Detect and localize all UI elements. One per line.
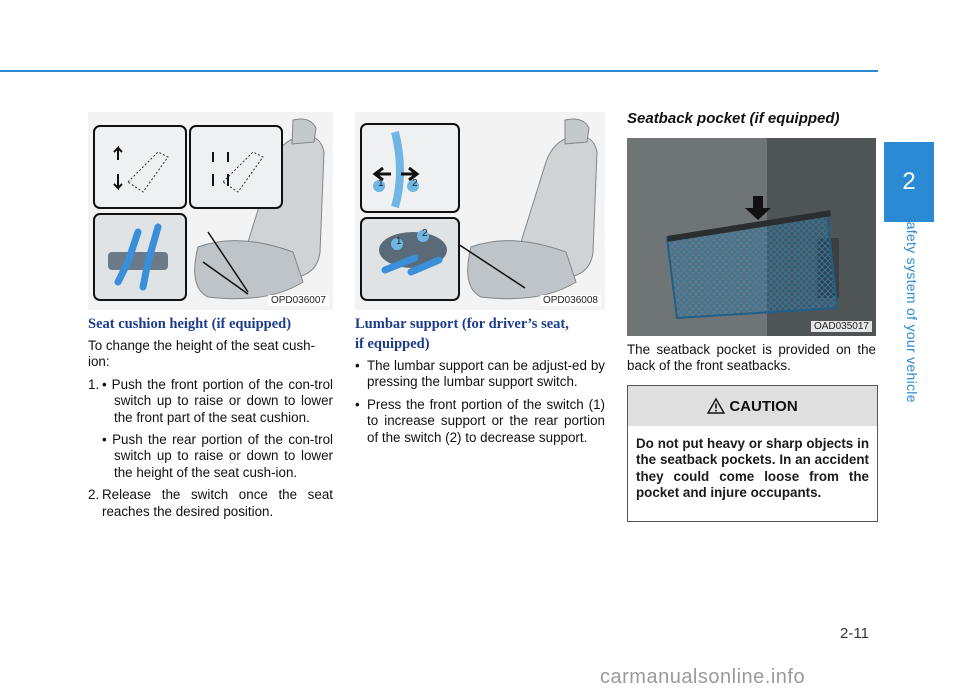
step-2-number: 2. xyxy=(88,487,100,503)
seat-height-intro: To change the height of the seat cush-io… xyxy=(88,338,316,370)
lumbar-bullet-2-text: Press the front portion of the switch (1… xyxy=(367,396,605,445)
page-number: 2-11 xyxy=(840,625,869,642)
lumbar-bullet-1: • The lumbar support can be adjust-ed by… xyxy=(355,358,605,391)
callout-2: 2 xyxy=(412,178,418,189)
watermark: carmanualsonline.info xyxy=(600,666,806,688)
step-1-number: 1. xyxy=(88,376,100,392)
lumbar-illustration xyxy=(355,112,605,310)
pocket-text: The seatback pocket is provided on the b… xyxy=(627,342,876,374)
step-1: 1. • Push the front portion of the con-t… xyxy=(88,377,333,426)
seat-height-text: To change the height of the seat cush-io… xyxy=(88,338,333,520)
step-1-front: • Push the front portion of the con-trol… xyxy=(102,376,333,425)
callout-1-switch: 1 xyxy=(396,236,402,247)
figure-code: OAD035017 xyxy=(810,321,872,332)
lumbar-heading-line1: Lumbar support (for driver’s seat, xyxy=(355,316,569,332)
callout-2-switch: 2 xyxy=(422,228,428,239)
step-2: 2. Release the switch once the seat reac… xyxy=(88,487,333,520)
warning-triangle-icon xyxy=(707,398,726,414)
step-1-rear: • Push the rear portion of the con-trol … xyxy=(102,432,333,480)
figure-code: OPD036007 xyxy=(267,295,329,306)
pocket-illustration xyxy=(627,138,876,336)
pocket-heading: Seatback pocket (if equipped) xyxy=(627,110,840,127)
callout-1: 1 xyxy=(378,178,384,189)
seat-height-heading: Seat cushion height (if equipped) xyxy=(88,316,292,332)
lumbar-text: • The lumbar support can be adjust-ed by… xyxy=(355,358,605,452)
caution-title: CAUTION xyxy=(729,397,798,415)
pocket-figure: OAD035017 xyxy=(627,138,876,336)
lumbar-heading-line2: if equipped) xyxy=(355,336,430,352)
chapter-number: 2 xyxy=(884,142,934,222)
caution-text: Do not put heavy or sharp objects in the… xyxy=(636,436,869,501)
chapter-tab: 2 xyxy=(884,142,960,222)
section-title: Safety system of your vehicle xyxy=(904,212,920,403)
figure-code: OPD036008 xyxy=(539,295,601,306)
chapter-tab-bar xyxy=(884,222,934,397)
bullet-dot: • xyxy=(355,358,360,373)
lumbar-bullet-2: • Press the front portion of the switch … xyxy=(355,397,605,446)
seat-height-figure: OPD036007 xyxy=(88,112,333,310)
header-rule xyxy=(0,70,878,72)
bullet-dot: • xyxy=(355,396,360,412)
lumbar-figure: 1 2 1 2 OPD036008 xyxy=(355,112,605,310)
seat-height-illustration xyxy=(88,112,333,310)
step-2-text: Release the switch once the seat reaches… xyxy=(102,487,333,519)
caution-box: CAUTION Do not put heavy or sharp object… xyxy=(627,385,878,522)
lumbar-bullet-1-text: The lumbar support can be adjust-ed by p… xyxy=(367,358,605,390)
caution-header: CAUTION xyxy=(628,386,877,426)
